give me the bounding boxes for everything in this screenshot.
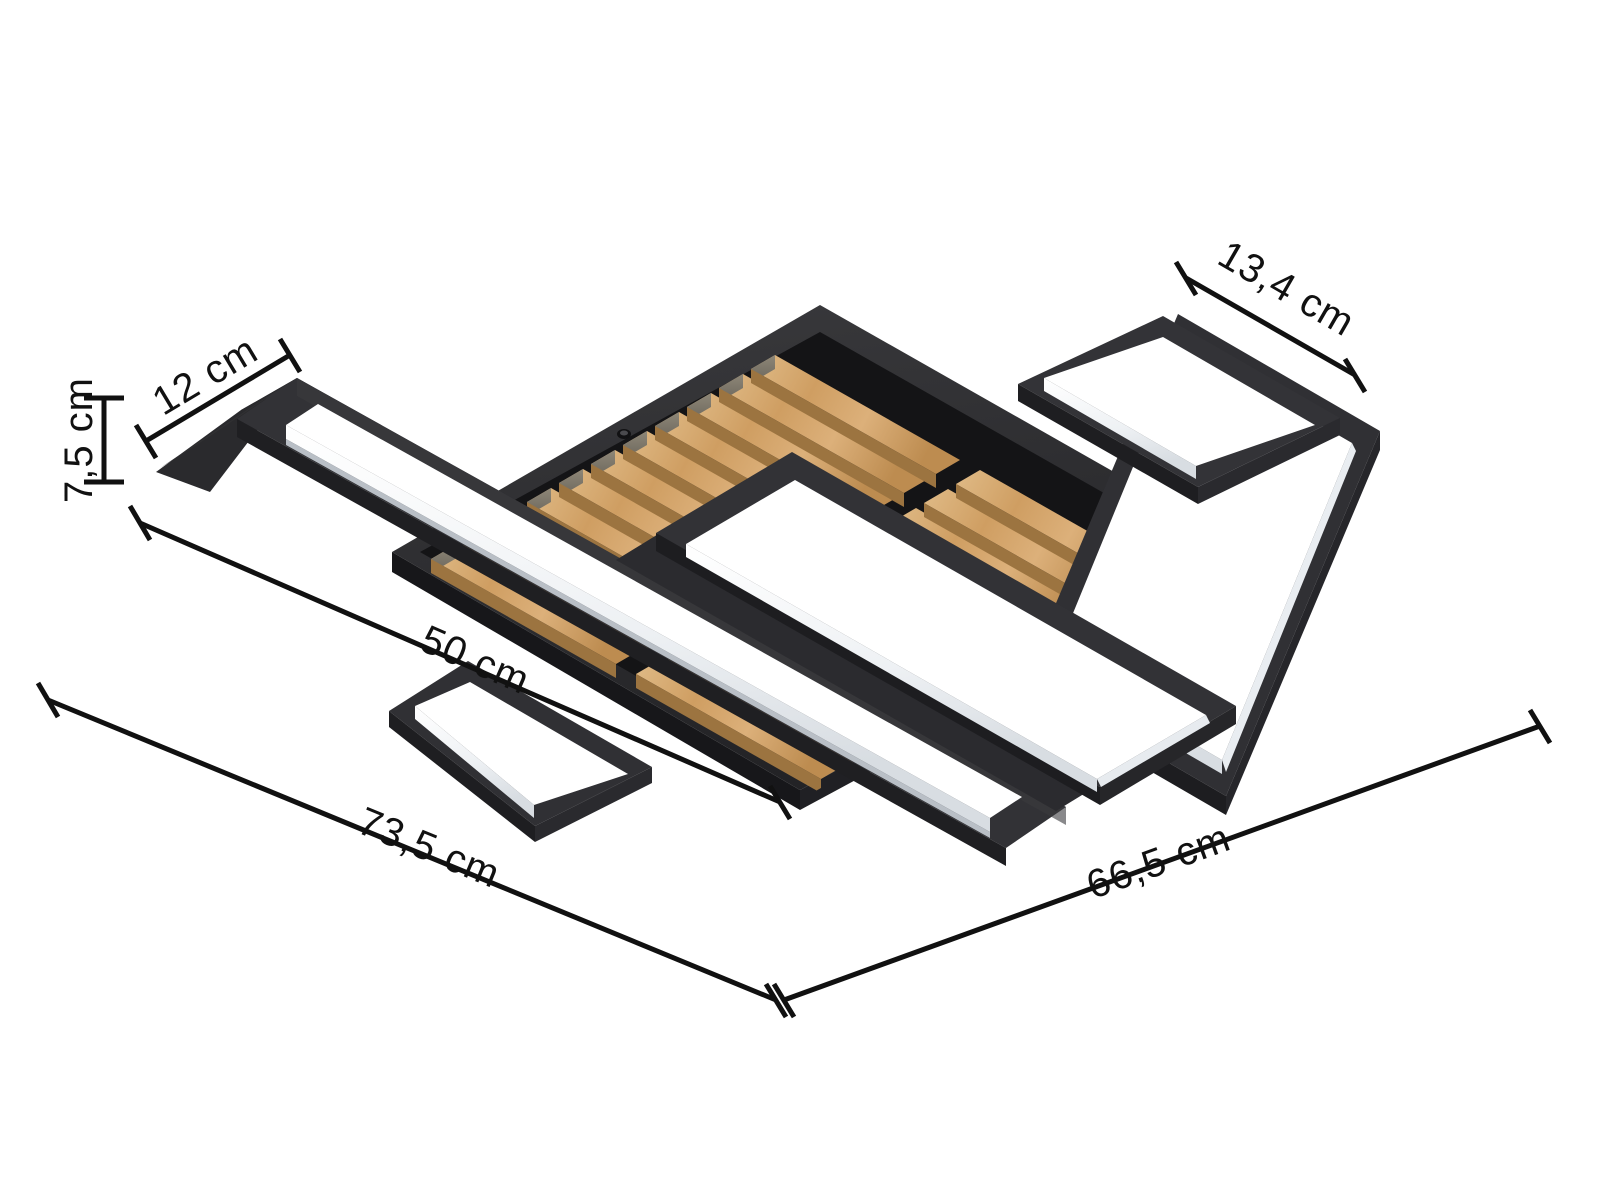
dim-label-total-depth: 66,5 cm — [1081, 816, 1236, 908]
mount-screw — [617, 429, 631, 439]
dimension-lines — [35, 260, 1553, 1019]
lamp-assembly — [156, 305, 1380, 866]
dim-frame-width — [1173, 260, 1368, 394]
dim-height — [84, 395, 124, 485]
dim-total-length — [35, 681, 789, 1019]
dim-total-depth — [771, 708, 1553, 1019]
led-frame-bottomleft — [389, 661, 652, 842]
dim-label-frame-width: 13,4 cm — [1211, 232, 1362, 345]
led-frame-center — [616, 452, 1236, 811]
dim-label-total-length: 73,5 cm — [352, 799, 507, 897]
led-frame-topright — [1018, 316, 1340, 504]
led-frame-left — [156, 378, 1066, 866]
dim-label-height: 7,5 cm — [57, 377, 101, 503]
dim-inner-length — [127, 504, 793, 821]
dim-frame-depth — [133, 337, 303, 460]
